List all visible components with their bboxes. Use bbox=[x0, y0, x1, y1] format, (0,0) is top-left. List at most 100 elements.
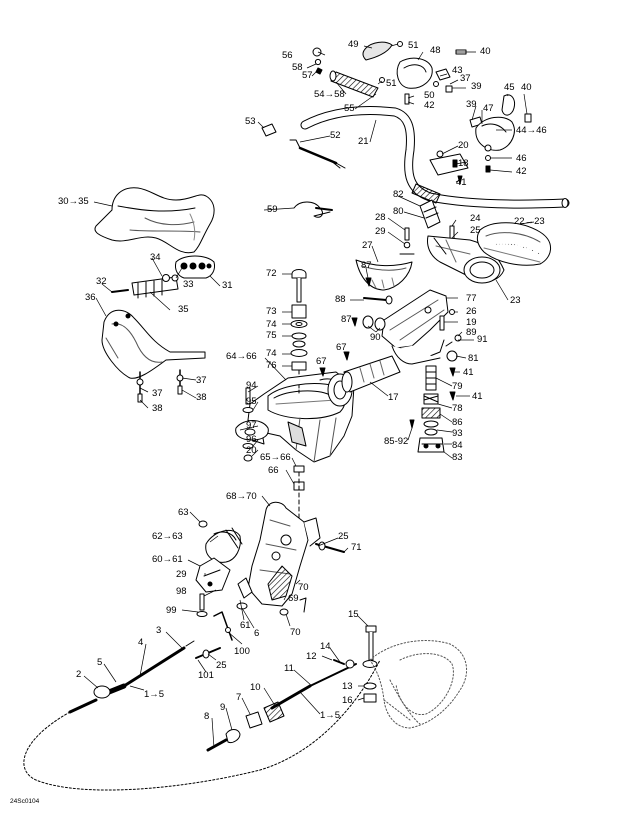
pivot-bracket-part bbox=[381, 289, 449, 365]
callout-9: 9 bbox=[220, 702, 226, 713]
callout-42-b: 42 bbox=[516, 166, 527, 177]
callout-25-c: 25 bbox=[216, 660, 227, 671]
callout-7: 7 bbox=[236, 692, 242, 703]
callout-41: 41 bbox=[456, 177, 467, 188]
callout-48: 48 bbox=[430, 45, 441, 56]
callout-74-b: 74 bbox=[266, 348, 277, 359]
throttle-housing-part bbox=[362, 41, 433, 89]
callout-63: 63 bbox=[178, 507, 189, 518]
callout-10: 10 bbox=[250, 682, 261, 693]
callout-91: 91 bbox=[477, 334, 488, 345]
callout-1-5-b: 1→5 bbox=[320, 710, 341, 721]
callout-89: 89 bbox=[466, 327, 477, 338]
callout-39: 39 bbox=[471, 81, 482, 92]
callout-26: 26 bbox=[466, 306, 477, 317]
switch-bar-part bbox=[111, 274, 179, 299]
callout-72: 72 bbox=[266, 268, 277, 279]
callout-70: 70 bbox=[298, 582, 309, 593]
callout-101: 101 bbox=[198, 670, 214, 681]
callout-55: 55 bbox=[344, 103, 355, 114]
callout-11: 11 bbox=[284, 663, 294, 674]
left-grip-part bbox=[329, 70, 379, 98]
steering-cable-left bbox=[68, 640, 195, 714]
callout-98: 98 bbox=[176, 586, 187, 597]
callout-19: 19 bbox=[466, 317, 477, 328]
callout-58: 58 bbox=[292, 62, 303, 73]
callout-87: 87 bbox=[361, 260, 372, 271]
callout-46: 46 bbox=[516, 153, 527, 164]
callout-12: 12 bbox=[306, 651, 317, 662]
callout-77: 77 bbox=[466, 293, 477, 304]
callout-42: 42 bbox=[424, 100, 435, 111]
callout-96: 96 bbox=[246, 434, 257, 445]
callout-33: 33 bbox=[183, 279, 194, 290]
callout-66: 66 bbox=[268, 465, 279, 476]
callout-13: 13 bbox=[342, 681, 353, 692]
callout-23: 23 bbox=[510, 295, 521, 306]
callout-93: 93 bbox=[452, 428, 463, 439]
callout-75: 75 bbox=[266, 330, 277, 341]
callout-51: 51 bbox=[408, 40, 419, 51]
callout-32: 32 bbox=[96, 276, 107, 287]
callout-85-92: 85-92 bbox=[384, 436, 409, 447]
callout-22-23: 22→23 bbox=[514, 216, 545, 227]
callout-38-b: 38 bbox=[152, 403, 163, 414]
right-grip-part bbox=[411, 183, 441, 204]
callout-51-b: 51 bbox=[386, 78, 397, 89]
callout-40: 40 bbox=[480, 46, 491, 57]
callout-50: 50 bbox=[424, 90, 435, 101]
callout-97: 97 bbox=[246, 420, 257, 431]
callout-70-b: 70 bbox=[290, 627, 301, 638]
callout-45: 45 bbox=[504, 82, 515, 93]
callout-47: 47 bbox=[483, 103, 494, 114]
callout-20: 20 bbox=[458, 140, 469, 151]
callout-15: 15 bbox=[348, 609, 359, 620]
callout-99: 99 bbox=[166, 605, 177, 616]
callout-16: 16 bbox=[342, 695, 353, 706]
callout-17: 17 bbox=[388, 392, 399, 403]
callout-40-b: 40 bbox=[521, 82, 532, 93]
callout-3: 3 bbox=[156, 625, 162, 636]
callout-86: 86 bbox=[452, 417, 463, 428]
callout-41-c: 41 bbox=[472, 391, 483, 402]
callout-73: 73 bbox=[266, 306, 277, 317]
callout-18: 18 bbox=[458, 158, 469, 169]
callout-87-b: 87 bbox=[341, 314, 352, 325]
callout-95: 95 bbox=[246, 396, 257, 407]
callout-74: 74 bbox=[266, 319, 277, 330]
callout-60-61: 60→61 bbox=[152, 554, 183, 565]
callout-20-b: 20 bbox=[246, 445, 257, 456]
callout-54-58: 54→58 bbox=[314, 89, 345, 100]
callout-67-b: 67 bbox=[316, 356, 327, 367]
steering-arm-part bbox=[247, 501, 321, 613]
callout-43: 43 bbox=[452, 65, 463, 76]
callout-37: 37 bbox=[460, 73, 471, 84]
callout-31: 31 bbox=[222, 280, 233, 291]
callout-69: 69 bbox=[288, 593, 299, 604]
callout-82: 82 bbox=[393, 189, 404, 200]
callout-6: 6 bbox=[254, 628, 260, 639]
callout-35: 35 bbox=[178, 304, 189, 315]
mount-pad-part bbox=[427, 235, 505, 284]
callout-34: 34 bbox=[150, 252, 161, 263]
callout-36: 36 bbox=[85, 292, 96, 303]
callout-79: 79 bbox=[452, 381, 463, 392]
callout-84: 84 bbox=[452, 440, 463, 451]
callout-37-b: 37 bbox=[196, 375, 207, 386]
callout-29-b: 29 bbox=[176, 569, 187, 580]
callout-25: 25 bbox=[470, 225, 481, 236]
callout-80: 80 bbox=[393, 206, 404, 217]
pad-part bbox=[476, 222, 551, 266]
callout-90: 90 bbox=[370, 332, 381, 343]
callout-88: 88 bbox=[335, 294, 346, 305]
callout-8: 8 bbox=[204, 711, 210, 722]
callout-64-66: 64→66 bbox=[226, 351, 257, 362]
column-sleeve-part bbox=[341, 355, 401, 393]
callout-2: 2 bbox=[76, 669, 82, 680]
callout-53: 53 bbox=[245, 116, 256, 127]
callout-28: 28 bbox=[375, 212, 386, 223]
callout-57: 57 bbox=[302, 70, 313, 81]
callout-100: 100 bbox=[234, 646, 250, 657]
callout-81: 81 bbox=[468, 353, 479, 364]
